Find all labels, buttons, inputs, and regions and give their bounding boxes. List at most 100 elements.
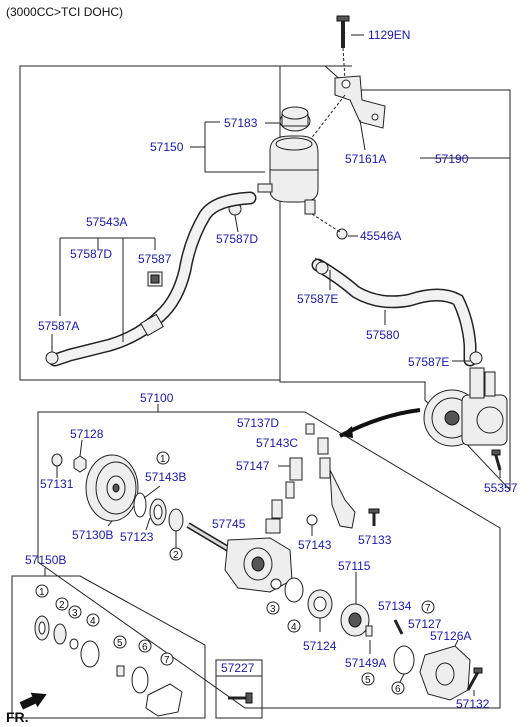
label-57143c: 57143C: [256, 436, 298, 450]
label-57543a: 57543A: [86, 215, 127, 229]
svg-text:2: 2: [173, 550, 179, 561]
bearing-57123: [145, 498, 167, 531]
svg-text:3: 3: [270, 604, 276, 615]
clamp-57587: [147, 271, 163, 287]
label-57587d-mid: 57587D: [216, 232, 258, 246]
svg-text:6: 6: [395, 684, 401, 695]
svg-text:3: 3: [72, 608, 78, 619]
bolt-57133: [368, 508, 380, 526]
svg-text:4: 4: [90, 616, 96, 627]
nut-57128: [73, 439, 87, 473]
callout-6-kit: [138, 639, 152, 653]
label-57143b: 57143B: [145, 470, 186, 484]
label-57143: 57143: [298, 538, 332, 552]
callout-6-main: [391, 681, 405, 695]
label-57150: 57150: [150, 140, 184, 154]
bolt-57132: [466, 667, 483, 696]
label-57587a: 57587A: [38, 319, 79, 333]
supply-hose-57543a: [48, 191, 257, 367]
svg-text:7: 7: [425, 603, 431, 614]
pin-57149a: [365, 625, 373, 654]
bracket-57161a: [309, 75, 386, 151]
o-ring-main: [393, 645, 415, 675]
svg-text:5: 5: [365, 675, 371, 686]
svg-text:1: 1: [39, 587, 45, 598]
svg-text:4: 4: [291, 622, 297, 633]
label-57150b: 57150B: [25, 553, 66, 567]
label-57580: 57580: [366, 328, 400, 342]
label-57130b: 57130B: [72, 528, 113, 542]
svg-text:1: 1: [160, 454, 166, 465]
bolt-57227: [228, 692, 253, 704]
label-57147: 57147: [236, 459, 270, 473]
label-57161a: 57161A: [345, 152, 386, 166]
label-1129en: 1129EN: [368, 28, 410, 42]
clamp-57587d: [228, 202, 242, 233]
suction-connector: [319, 457, 356, 529]
pump-body: [224, 537, 293, 593]
label-57183: 57183: [224, 116, 258, 130]
pump-exploded-frame: [37, 411, 501, 709]
valve-57147: [265, 457, 303, 534]
oil-seal: [168, 508, 184, 548]
label-57128: 57128: [70, 427, 104, 441]
callout-5-main: [361, 672, 375, 686]
bolt-57227-box: [215, 659, 263, 719]
callout-4-main: [287, 619, 301, 633]
seal-kit-items: [34, 584, 183, 717]
callout-7-kit: [160, 652, 174, 666]
reservoir-cap-57183: [265, 106, 311, 132]
label-57115: 57115: [338, 559, 371, 573]
svg-text:7: 7: [164, 655, 170, 666]
callout-1-kit: [35, 584, 49, 598]
label-57131: 57131: [40, 477, 74, 491]
leader-57543a: [59, 237, 156, 342]
front-direction-label: FR.: [6, 709, 29, 725]
callout-2-kit: [55, 597, 69, 611]
o-ring-57143: [306, 514, 318, 526]
tube-57143c: [317, 437, 329, 455]
label-57587e-low: 57587E: [408, 355, 449, 369]
seal-kit-frame: [11, 575, 206, 719]
pump-assembly-57100: [339, 367, 508, 478]
clip-45546a: [311, 213, 358, 240]
pin-57134: [393, 619, 404, 635]
label-57127: 57127: [408, 617, 442, 631]
return-hose-57580: [311, 257, 483, 367]
shaft-57745: [186, 522, 232, 553]
label-57227: 57227: [221, 661, 255, 675]
callout-2-main: [169, 547, 183, 561]
rotor-57115: [340, 603, 370, 637]
washer-57131: [51, 453, 63, 478]
callout-3-main: [266, 601, 280, 615]
snap-ring-57143b: [133, 485, 161, 518]
pulley-57130b: [85, 454, 139, 527]
callout-3-kit: [68, 605, 82, 619]
label-57137d: 57137D: [237, 416, 279, 430]
label-57587d-left: 57587D: [70, 247, 112, 261]
label-57100: 57100: [140, 391, 174, 405]
clamp-57587a: [45, 334, 59, 365]
reservoir-box: [19, 65, 281, 381]
label-57745: 57745: [212, 517, 246, 531]
label-57123: 57123: [120, 530, 154, 544]
reservoir-57150: [204, 121, 319, 215]
bolt-1129en: [336, 15, 364, 81]
label-57149a: 57149A: [345, 656, 386, 670]
label-57587-left: 57587: [138, 252, 172, 266]
front-direction-arrow: [19, 692, 47, 710]
cam-ring-57124: [307, 589, 333, 632]
svg-text:6: 6: [142, 642, 148, 653]
label-57124: 57124: [303, 639, 337, 653]
label-57133: 57133: [358, 533, 392, 547]
callout-5-kit: [113, 635, 127, 649]
label-57126a: 57126A: [430, 629, 471, 643]
label-45546a: 45546A: [360, 229, 401, 243]
label-57134: 57134: [378, 599, 412, 613]
cap-57137d: [305, 423, 315, 435]
label-57132: 57132: [456, 697, 490, 711]
callout-4-kit: [86, 613, 100, 627]
callout-7-main: [421, 600, 435, 614]
label-57190: 57190: [435, 152, 469, 166]
